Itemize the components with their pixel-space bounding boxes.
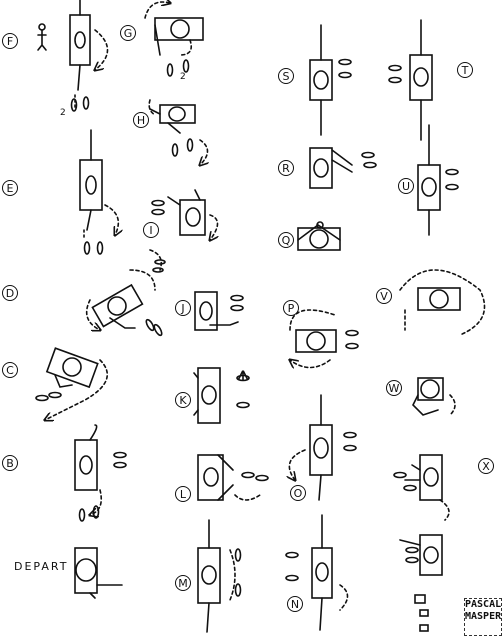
figure-k xyxy=(193,367,250,424)
step-label-t: T xyxy=(457,62,473,78)
step-label-s: S xyxy=(278,68,294,84)
step-label-v: V xyxy=(376,288,392,304)
figure-r xyxy=(309,147,377,189)
figure-u xyxy=(417,124,459,236)
figure-g xyxy=(144,2,204,77)
figure-f xyxy=(37,0,109,112)
figure-m xyxy=(197,519,242,633)
figure-b xyxy=(74,424,127,522)
figure-q xyxy=(297,221,341,251)
step-label-p: P xyxy=(283,300,299,316)
depart-label: DEPART xyxy=(14,560,69,573)
artist-signature: PASCAL MASPER xyxy=(464,598,502,636)
figure-p xyxy=(290,309,359,368)
step-label-m: M xyxy=(175,575,191,591)
figure-n xyxy=(285,514,349,631)
figure-t xyxy=(388,19,433,141)
step-label-u: U xyxy=(398,178,414,194)
step-label-j: J xyxy=(175,300,191,316)
count-mark-1: 2 xyxy=(60,108,66,118)
step-label-n: N xyxy=(287,596,303,612)
count-mark-2: 2 xyxy=(180,72,186,82)
figure-final xyxy=(399,534,443,632)
step-label-g: G xyxy=(120,25,136,41)
step-label-h: H xyxy=(133,112,149,128)
step-label-q: Q xyxy=(278,232,294,248)
figure-j xyxy=(194,291,244,331)
figure-v xyxy=(399,269,486,336)
step-label-e: E xyxy=(2,180,18,196)
step-label-i: I xyxy=(143,222,159,238)
step-label-d: D xyxy=(2,285,18,301)
figure-h xyxy=(148,99,207,165)
figure-w xyxy=(412,377,456,416)
figure-d xyxy=(85,269,163,337)
figure-s xyxy=(309,24,352,136)
step-label-x: X xyxy=(478,458,494,474)
step-label-f: F xyxy=(2,33,18,49)
step-label-k: K xyxy=(175,392,191,408)
figure-x xyxy=(393,454,450,521)
figure-depart xyxy=(74,547,123,599)
step-label-c: C xyxy=(2,362,18,378)
figure-e xyxy=(79,129,118,255)
step-label-o: O xyxy=(290,485,306,501)
figure-i xyxy=(149,189,218,273)
step-label-r: R xyxy=(278,160,294,176)
step-label-w: W xyxy=(386,380,402,396)
figure-c xyxy=(35,347,109,420)
step-label-b: B xyxy=(2,455,18,471)
step-label-l: L xyxy=(175,486,191,502)
figure-l xyxy=(197,454,269,501)
figure-o xyxy=(289,394,357,501)
